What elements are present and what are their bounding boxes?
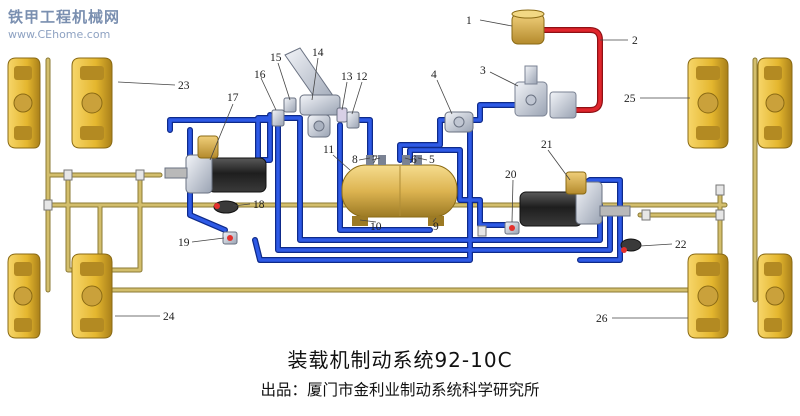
brake-caliper-rear-right-inner — [687, 253, 729, 339]
brake-caliper-rear-right-outer — [757, 253, 793, 339]
callout-21: 21 — [541, 139, 553, 151]
callout-3: 3 — [480, 65, 486, 77]
watermark-url: www.CEhome.com — [8, 28, 111, 41]
leader-lines — [115, 19, 690, 319]
callout-6: 6 — [411, 154, 417, 166]
callout-13: 13 — [341, 71, 353, 83]
brake-pedal-valve — [284, 47, 341, 138]
callout-7: 7 — [372, 154, 378, 166]
valve-13 — [336, 107, 348, 123]
pressure-regulator — [514, 65, 577, 119]
callout-17: 17 — [227, 92, 239, 104]
callout-4: 4 — [431, 69, 437, 81]
booster-cylinder-left — [164, 135, 267, 194]
callout-15: 15 — [270, 52, 282, 64]
valve-16 — [271, 109, 285, 127]
valve-15 — [283, 97, 297, 113]
brake-caliper-rear-left-inner — [71, 253, 113, 339]
watermark: 铁甲工程机械网 www.CEhome.com — [8, 6, 120, 41]
callout-1: 1 — [466, 15, 472, 27]
callout-5: 5 — [429, 154, 435, 166]
brake-caliper-front-right-outer — [757, 57, 793, 149]
callout-22: 22 — [675, 239, 687, 251]
callout-24: 24 — [163, 311, 175, 323]
air-lines — [167, 102, 623, 263]
watermark-site-name: 铁甲工程机械网 — [8, 8, 121, 26]
callout-11: 11 — [323, 144, 334, 156]
pressure-gauge-20 — [504, 221, 520, 235]
water-separator — [444, 111, 474, 133]
callout-19: 19 — [178, 237, 190, 249]
callout-14: 14 — [312, 47, 324, 59]
brake-caliper-front-left-outer — [7, 57, 41, 149]
pressure-gauge-19 — [222, 231, 238, 245]
pressure-gauge-22 — [620, 238, 642, 253]
callout-26: 26 — [596, 313, 608, 325]
diagram-subtitle: 出品：厦门市金利业制动系统科学研究所 — [260, 381, 540, 399]
brake-caliper-front-left-inner — [71, 57, 113, 149]
booster-cylinder-right — [519, 171, 631, 227]
diagram-title: 装载机制动系统92-10C — [287, 348, 513, 372]
line-fittings — [43, 169, 725, 237]
compressor-line — [537, 27, 603, 113]
air-compressor — [511, 9, 545, 45]
valve-12 — [346, 111, 360, 129]
callout-9: 9 — [433, 221, 439, 233]
callout-numbers: 1 2 3 4 5 6 7 8 9 10 11 12 13 14 15 16 1… — [163, 15, 687, 325]
callout-23: 23 — [178, 80, 190, 92]
brake-caliper-rear-left-outer — [7, 253, 41, 339]
air-tank — [341, 155, 458, 226]
callout-2: 2 — [632, 35, 638, 47]
callout-12: 12 — [356, 71, 368, 83]
brake-caliper-front-right-inner — [687, 57, 729, 149]
callout-16: 16 — [254, 69, 266, 81]
pressure-gauge-18 — [213, 200, 239, 214]
callout-25: 25 — [624, 93, 636, 105]
callout-8: 8 — [352, 154, 358, 166]
callout-20: 20 — [505, 169, 517, 181]
callout-18: 18 — [253, 199, 265, 211]
callout-10: 10 — [370, 221, 382, 233]
